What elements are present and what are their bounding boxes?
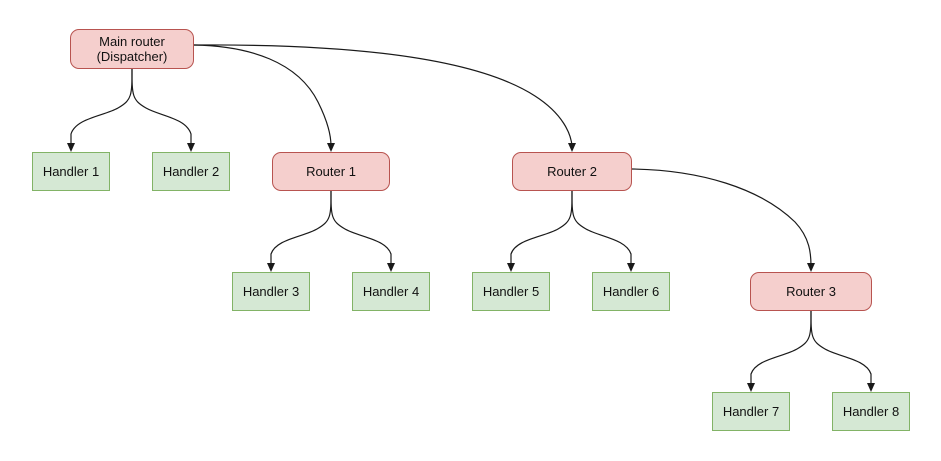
node-router-1[interactable]: Router 1 xyxy=(272,152,390,191)
arrow-head-icon xyxy=(747,383,755,392)
arrow-head-icon xyxy=(807,263,815,272)
node-handler-2[interactable]: Handler 2 xyxy=(152,152,230,191)
arrow-head-icon xyxy=(387,263,395,272)
edge-main-router-to-handler-1 xyxy=(67,68,133,152)
arrow-head-icon xyxy=(627,263,635,272)
edge-main-router-to-router-2 xyxy=(193,44,576,152)
edge-main-router-to-handler-2 xyxy=(131,68,195,152)
arrow-head-icon xyxy=(867,383,875,392)
node-main-router[interactable]: Main router (Dispatcher) xyxy=(70,29,194,69)
arrow-head-icon xyxy=(267,263,275,272)
arrow-head-icon xyxy=(327,143,335,152)
node-handler-4[interactable]: Handler 4 xyxy=(352,272,430,311)
node-handler-3[interactable]: Handler 3 xyxy=(232,272,310,311)
arrow-head-icon xyxy=(67,143,75,152)
arrow-head-icon xyxy=(187,143,195,152)
edge-router-2-to-router-3 xyxy=(631,168,815,272)
node-handler-1[interactable]: Handler 1 xyxy=(32,152,110,191)
arrow-head-icon xyxy=(507,263,515,272)
edge-router-3-to-handler-8 xyxy=(810,310,875,392)
node-handler-5[interactable]: Handler 5 xyxy=(472,272,550,311)
edge-router-2-to-handler-6 xyxy=(571,190,635,272)
node-handler-8[interactable]: Handler 8 xyxy=(832,392,910,431)
edge-router-1-to-handler-4 xyxy=(330,190,395,272)
edge-main-router-to-router-1 xyxy=(193,44,335,152)
node-handler-7[interactable]: Handler 7 xyxy=(712,392,790,431)
node-router-2[interactable]: Router 2 xyxy=(512,152,632,191)
node-router-3[interactable]: Router 3 xyxy=(750,272,872,311)
edge-router-2-to-handler-5 xyxy=(507,190,573,272)
edge-router-3-to-handler-7 xyxy=(747,310,812,392)
edge-router-1-to-handler-3 xyxy=(267,190,332,272)
node-handler-6[interactable]: Handler 6 xyxy=(592,272,670,311)
arrow-head-icon xyxy=(568,143,576,152)
